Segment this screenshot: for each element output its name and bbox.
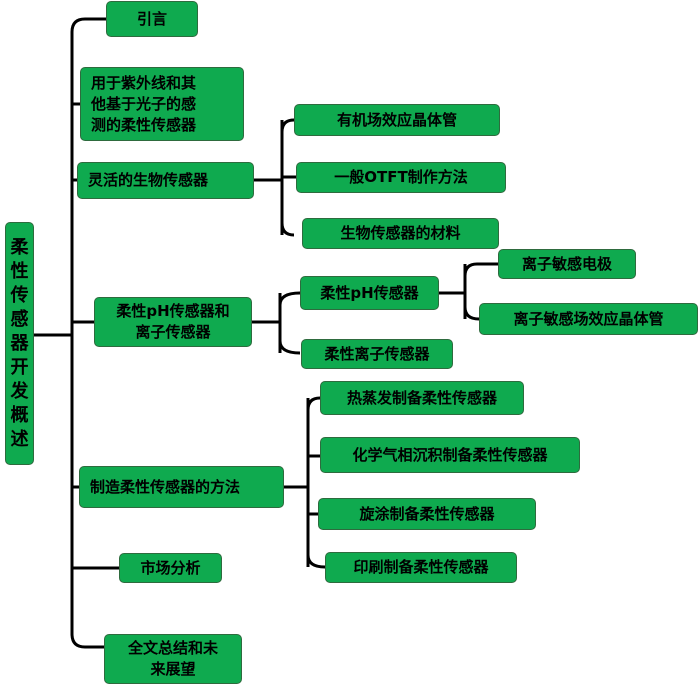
connector-ph-top [278,291,301,306]
node-flexible-ph-sensor: 柔性pH传感器 [300,276,439,310]
connector-bio-bot [280,222,295,237]
node-spin-coating-label: 旋涂制备柔性传感器 [359,504,495,523]
node-summary-outlook-label: 全文总结和未 来展望 [127,639,218,678]
node-market-analysis: 市场分析 [119,553,222,583]
node-cvd-label: 化学气相沉积制备柔性传感器 [352,445,548,464]
node-uv-photon-sensors-label: 用于紫外线和其 他基于光子的感 测的柔性传感器 [91,73,197,134]
node-fabrication-methods-label: 制造柔性传感器的方法 [90,477,241,496]
root-node: 柔 性 传 感 器 开 发 概 述 [5,222,34,465]
node-ofet: 有机场效应晶体管 [294,104,500,136]
connector-bio-top [280,118,295,133]
node-fabrication-methods: 制造柔性传感器的方法 [79,466,284,508]
node-introduction-label: 引言 [136,9,167,28]
node-otft-method: 一般OTFT制作方法 [296,162,506,193]
node-otft-method-label: 一般OTFT制作方法 [334,168,468,186]
node-cvd: 化学气相沉积制备柔性传感器 [320,437,580,473]
node-introduction: 引言 [106,1,198,37]
node-flexible-ph-sensor-label: 柔性pH传感器 [320,283,419,302]
connector-ph-bot [278,340,301,355]
node-flexible-ion-sensor: 柔性离子传感器 [301,339,453,369]
connector-method-bot [306,554,326,569]
node-ph-ion-sensors-label: 柔性pH传感器和 离子传感器 [116,302,230,341]
node-uv-photon-sensors: 用于紫外线和其 他基于光子的感 测的柔性传感器 [80,67,244,141]
root-label: 柔 性 传 感 器 开 发 概 述 [10,236,29,450]
node-thermal-evaporation-label: 热蒸发制备柔性传感器 [346,388,497,407]
connector-phs-top [463,262,498,277]
node-flexible-ion-sensor-label: 柔性离子传感器 [324,344,430,363]
connector-level1-bottom [70,310,104,649]
node-biosensor-materials-label: 生物传感器的材料 [340,224,461,242]
node-thermal-evaporation: 热蒸发制备柔性传感器 [320,381,524,415]
connector-phs-bot [463,306,480,321]
connector-method-top [306,396,321,411]
node-ion-selective-electrode: 离子敏感电极 [498,249,636,279]
node-flexible-biosensors: 灵活的生物传感器 [77,162,254,199]
node-summary-outlook: 全文总结和未 来展望 [104,634,242,684]
node-ph-ion-sensors: 柔性pH传感器和 离子传感器 [94,297,252,347]
node-biosensor-materials: 生物传感器的材料 [302,218,499,249]
node-ofet-label: 有机场效应晶体管 [336,110,457,129]
node-spin-coating: 旋涂制备柔性传感器 [318,498,536,530]
node-printing-label: 印刷制备柔性传感器 [353,558,489,576]
node-isfet-label: 离子敏感场效应晶体管 [513,309,664,328]
node-flexible-biosensors-label: 灵活的生物传感器 [88,171,209,189]
node-printing: 印刷制备柔性传感器 [325,552,517,583]
node-market-analysis-label: 市场分析 [140,558,201,577]
node-ion-selective-electrode-label: 离子敏感电极 [521,254,612,273]
node-isfet: 离子敏感场效应晶体管 [479,303,698,335]
